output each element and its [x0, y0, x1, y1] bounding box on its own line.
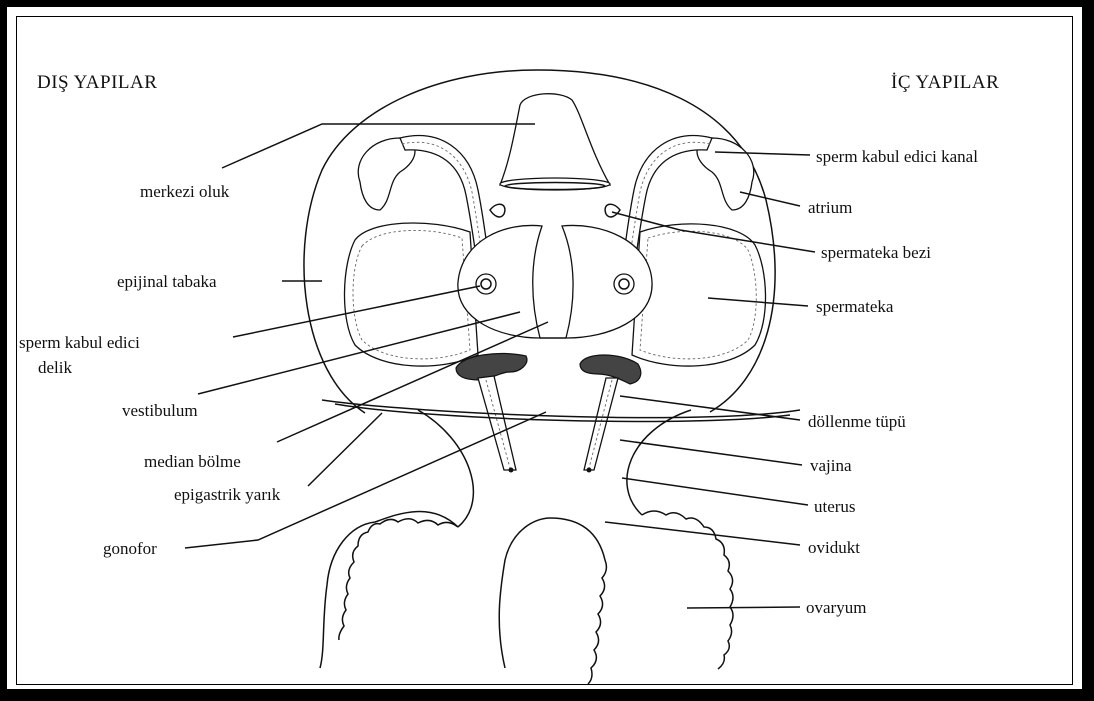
label-vajina: vajina — [810, 456, 852, 475]
heading-right: İÇ YAPILAR — [891, 72, 999, 93]
spermatheca-right — [632, 224, 766, 366]
abdomen-right-outline — [627, 410, 691, 515]
ovary-left-bumps — [339, 519, 458, 640]
vagina-left — [478, 376, 516, 470]
uterus-tip-right — [587, 468, 592, 473]
ovary-right — [642, 511, 733, 669]
label-vestibulum: vestibulum — [122, 401, 198, 420]
label-spermateka: spermateka — [816, 297, 894, 316]
ovary-center-left — [499, 518, 550, 668]
label-uterus: uterus — [814, 497, 856, 516]
copulatory-opening-right-outer — [614, 274, 634, 294]
spermathecal-gland-left — [490, 204, 505, 217]
label-sperm-kabul-edici-delik-line1: sperm kabul edici — [19, 333, 140, 352]
label-sperm-kabul-edici-kanal: sperm kabul edici kanal — [816, 147, 978, 166]
label-gonofor: gonofor — [103, 539, 157, 558]
label-atrium: atrium — [808, 198, 852, 217]
epigastric-furrow-2 — [335, 404, 790, 421]
label-ovidukt: ovidukt — [808, 538, 860, 557]
label-sperm-kabul-edici-delik-line2: delik — [38, 358, 72, 377]
label-epigastrik-yarik: epigastrik yarık — [174, 485, 281, 504]
leader-ovaryum — [687, 607, 800, 608]
copulatory-opening-left-outer — [476, 274, 496, 294]
central-groove — [500, 94, 610, 185]
vagina-right — [584, 378, 618, 470]
spermatheca-left — [344, 223, 478, 366]
ovary-center-right — [550, 518, 606, 684]
label-dollenme-tupu: döllenme tüpü — [808, 412, 906, 431]
label-merkezi-oluk: merkezi oluk — [140, 182, 230, 201]
label-median-bolme: median bölme — [144, 452, 241, 471]
leader-uterus — [622, 478, 808, 505]
epigastric-furrow — [322, 400, 800, 418]
label-ovaryum: ovaryum — [806, 598, 866, 617]
leader-gonofor — [185, 412, 546, 548]
ovary-left — [320, 511, 458, 668]
heading-left: DIŞ YAPILAR — [37, 72, 157, 93]
leader-atrium — [740, 192, 800, 206]
leader-vajina — [620, 440, 802, 465]
abdomen-left-outline — [418, 410, 473, 527]
uterus-tip-left — [509, 468, 514, 473]
label-epijinal-tabaka: epijinal tabaka — [117, 272, 217, 291]
label-spermateka-bezi: spermateka bezi — [821, 243, 931, 262]
spermathecal-gland-right — [605, 204, 620, 217]
